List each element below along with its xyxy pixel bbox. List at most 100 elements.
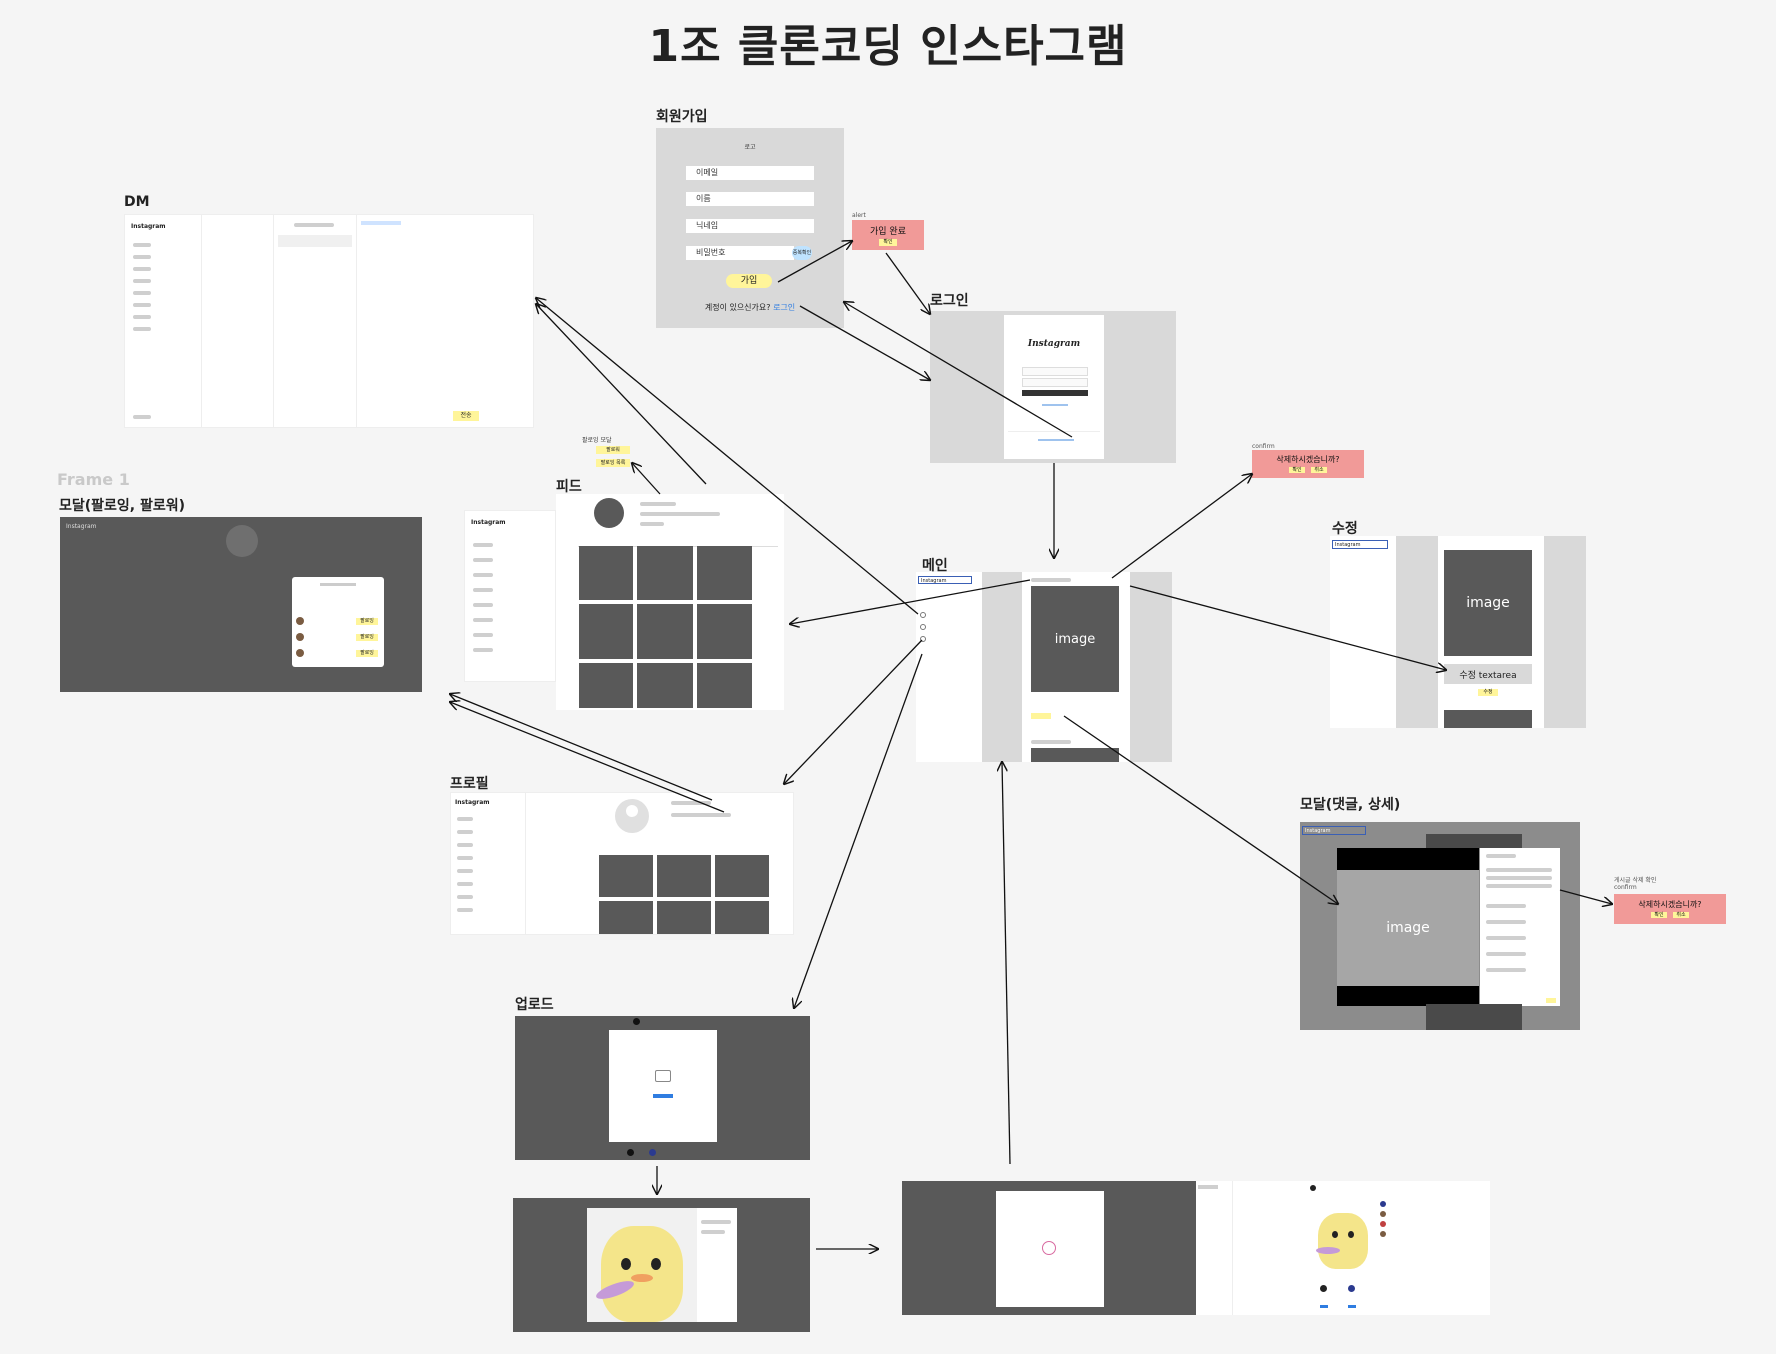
confirm-label-2: confirm bbox=[1614, 884, 1637, 891]
following-button-2[interactable]: 팔로잉 bbox=[356, 634, 378, 641]
feed-note-followers: 팔로워 bbox=[596, 446, 630, 454]
feed-note-title: 팔로잉 모달 bbox=[582, 435, 612, 444]
upload-preview-dialog bbox=[587, 1208, 737, 1322]
login-signup-link[interactable] bbox=[1038, 439, 1074, 441]
edit-submit-button[interactable]: 수정 bbox=[1478, 689, 1498, 696]
feed-screen bbox=[556, 494, 784, 710]
confirm-label: confirm bbox=[1252, 443, 1275, 450]
login-password-input[interactable] bbox=[1022, 378, 1088, 387]
profile-screen: Instagram bbox=[450, 792, 794, 935]
arrow-main-confirm bbox=[1112, 474, 1252, 578]
edit-textarea[interactable]: 수정 textarea bbox=[1444, 664, 1532, 684]
frame-label-login: 로그인 bbox=[930, 290, 969, 310]
duplicate-check-button[interactable]: 중복확인 bbox=[792, 246, 812, 260]
frame-label-dm: DM bbox=[124, 194, 150, 210]
page-title: 1조 클론코딩 인스타그램 bbox=[0, 10, 1776, 74]
comment-modal-screen: Instagram image bbox=[1300, 822, 1580, 1030]
frame-label-follow-modal: 모달(팔로잉, 팔로워) bbox=[59, 495, 185, 515]
signup-name-field[interactable]: 이름 bbox=[686, 192, 814, 206]
upload-complete-dialog bbox=[996, 1191, 1104, 1307]
comment-panel bbox=[1480, 848, 1560, 1006]
suggestion-list bbox=[1380, 1185, 1440, 1255]
signup-footer-text: 계정이 있으신가요? bbox=[705, 303, 771, 312]
signup-screen: 로고 이메일 이름 닉네임 비밀번호 중복확인 가입 계정이 있으신가요? 로그… bbox=[656, 128, 844, 328]
signup-logo: 로고 bbox=[656, 142, 844, 151]
frame-1-label: Frame 1 bbox=[57, 470, 130, 489]
delete-confirm-cancel-2[interactable]: 취소 bbox=[1673, 912, 1689, 918]
dm-conversation-item[interactable] bbox=[278, 235, 352, 247]
login-signup-link-box bbox=[1008, 431, 1100, 446]
arrow-feed-note bbox=[632, 463, 660, 494]
feed-avatar bbox=[594, 498, 624, 528]
arrow-main-upload bbox=[794, 654, 922, 1008]
feed-logo: Instagram bbox=[471, 519, 506, 526]
main-logo: Instagram bbox=[918, 576, 972, 584]
delete-confirm-text-2: 삭제하시겠습니까? bbox=[1614, 899, 1726, 910]
arrow-alert-login bbox=[886, 253, 930, 314]
login-card: Instagram bbox=[1004, 315, 1104, 459]
frame-label-profile: 프로필 bbox=[450, 773, 489, 793]
signup-done-alert: 가입 완료 확인 bbox=[852, 220, 924, 250]
following-button-1[interactable]: 팔로잉 bbox=[356, 618, 378, 625]
edit-logo: Instagram bbox=[1332, 540, 1388, 549]
signup-submit-button[interactable]: 가입 bbox=[726, 274, 772, 288]
follow-modal-logo: Instagram bbox=[66, 523, 97, 530]
upload-screen-1 bbox=[515, 1016, 810, 1160]
frame-label-upload: 업로드 bbox=[515, 994, 554, 1014]
upload-photo-icon bbox=[655, 1070, 671, 1082]
upload-success-icon bbox=[1042, 1241, 1056, 1255]
upload-screen-2 bbox=[513, 1198, 810, 1332]
following-button-3[interactable]: 팔로잉 bbox=[356, 650, 378, 657]
upload-screen-3 bbox=[902, 1181, 1196, 1315]
delete-confirm-dialog-2: 삭제하시겠습니까? 확인 취소 bbox=[1614, 894, 1726, 924]
login-logo: Instagram bbox=[1004, 339, 1104, 349]
upload-preview-image bbox=[587, 1208, 697, 1322]
signup-done-ok-button[interactable]: 확인 bbox=[879, 239, 897, 246]
upload-dialog bbox=[609, 1030, 717, 1142]
profile-avatar bbox=[615, 799, 649, 833]
dm-logo: Instagram bbox=[131, 223, 166, 230]
main-post-image: image bbox=[1031, 586, 1119, 692]
dm-sidebar: Instagram bbox=[125, 215, 202, 428]
edit-post-image: image bbox=[1444, 550, 1532, 656]
delete-confirm-ok-2[interactable]: 확인 bbox=[1651, 912, 1667, 918]
comment-submit-button[interactable] bbox=[1546, 998, 1556, 1003]
arrow-upload-main bbox=[1002, 762, 1010, 1164]
main-post-edit-button[interactable] bbox=[1031, 713, 1051, 719]
arrow-feed-dm bbox=[536, 304, 706, 484]
comment-modal-logo: Instagram bbox=[1302, 826, 1366, 835]
delete-confirm-dialog: 삭제하시겠습니까? 확인 취소 bbox=[1252, 450, 1364, 478]
frame-label-edit: 수정 bbox=[1332, 518, 1358, 538]
main-screen: Instagram image bbox=[916, 572, 1172, 762]
comment-modal-image: image bbox=[1337, 870, 1479, 986]
alert-label: alert bbox=[852, 212, 866, 219]
login-link[interactable]: 로그인 bbox=[773, 303, 795, 312]
follow-modal-screen: Instagram 팔로잉 팔로잉 팔로잉 bbox=[60, 517, 422, 692]
upload-select-button[interactable] bbox=[653, 1094, 673, 1098]
edit-screen: Instagram image 수정 textarea 수정 bbox=[1330, 536, 1586, 728]
signup-nickname-field[interactable]: 닉네임 bbox=[686, 219, 814, 233]
feed-note-following: 팔로잉 목록 bbox=[596, 459, 630, 467]
dm-conversation-list bbox=[273, 215, 357, 428]
signup-password-field[interactable]: 비밀번호 bbox=[686, 246, 794, 260]
delete-confirm-ok[interactable]: 확인 bbox=[1289, 467, 1305, 473]
signup-done-text: 가입 완료 bbox=[852, 224, 924, 237]
follow-list-modal: 팔로잉 팔로잉 팔로잉 bbox=[292, 577, 384, 667]
delete-confirm-cancel[interactable]: 취소 bbox=[1311, 467, 1327, 473]
profile-logo: Instagram bbox=[455, 799, 490, 806]
login-id-input[interactable] bbox=[1022, 367, 1088, 376]
follow-profile-avatar bbox=[226, 525, 258, 557]
login-screen: Instagram bbox=[930, 311, 1176, 463]
confirm-note: 게시글 삭제 확인 bbox=[1614, 875, 1656, 884]
main-after-upload-screen bbox=[1196, 1181, 1490, 1315]
delete-confirm-text: 삭제하시겠습니까? bbox=[1252, 454, 1364, 465]
signup-footer: 계정이 있으신가요? 로그인 bbox=[656, 302, 844, 313]
signup-email-field[interactable]: 이메일 bbox=[686, 166, 814, 180]
arrow-main-profile bbox=[784, 640, 922, 784]
frame-label-feed: 피드 bbox=[556, 476, 582, 496]
uploaded-post-image bbox=[1314, 1207, 1372, 1269]
feed-sidebar: Instagram bbox=[464, 510, 556, 682]
frame-label-signup: 회원가입 bbox=[656, 106, 708, 126]
login-button[interactable] bbox=[1022, 390, 1088, 396]
dm-send-button[interactable]: 전송 bbox=[453, 411, 479, 421]
